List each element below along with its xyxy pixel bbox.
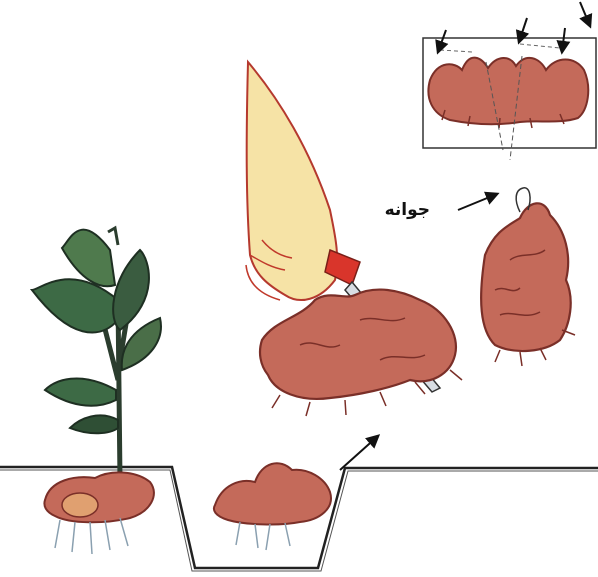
bud-label: جوانه — [385, 200, 430, 220]
bud-arrow-icon — [458, 194, 497, 210]
plant-base-rhizome — [44, 472, 154, 554]
bud-outline — [516, 188, 530, 212]
rhizome-icon — [428, 58, 588, 125]
separated-rhizome-piece — [481, 188, 575, 366]
lift-arrow-icon — [340, 436, 378, 470]
inset-rhizome-cut-diagram — [423, 2, 596, 160]
rhizome-being-cut — [260, 290, 462, 416]
plant-icon — [32, 228, 161, 480]
rhizome-in-trench — [214, 463, 331, 550]
